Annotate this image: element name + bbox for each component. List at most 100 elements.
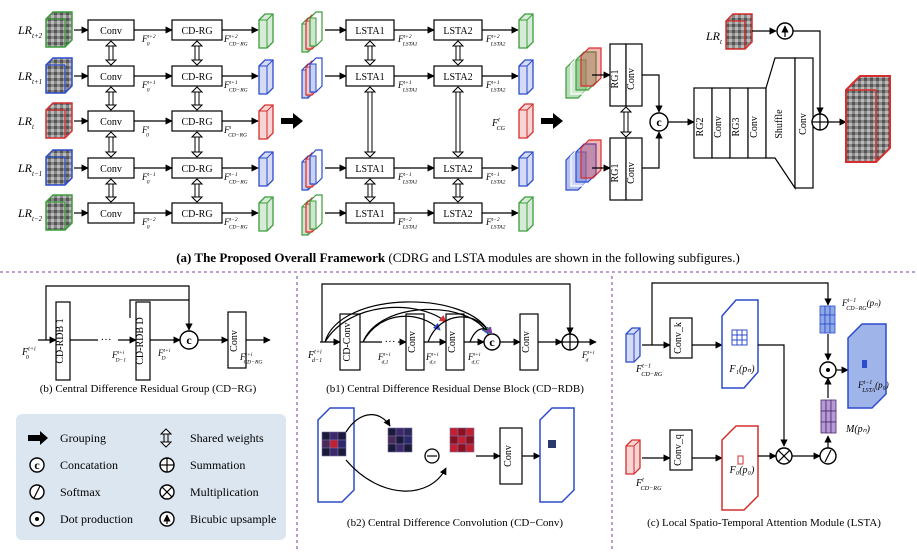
c-m-cell bbox=[825, 421, 832, 434]
c-f0-pixel bbox=[737, 455, 744, 465]
b2-out-grid-cell bbox=[449, 443, 459, 453]
b2-input-grid-cell bbox=[321, 439, 331, 449]
multiplication-icon bbox=[159, 484, 175, 500]
lsta1-label: LSTA1 bbox=[355, 164, 384, 175]
shared-lsta1-c-bot bbox=[363, 196, 377, 203]
c-f1-slab bbox=[721, 299, 759, 389]
cdrg-label: CD-RG bbox=[181, 72, 212, 83]
lr-label: LRt bbox=[17, 114, 35, 131]
f-cg-feat-edge3 bbox=[526, 103, 534, 111]
c-m-cell bbox=[825, 399, 832, 412]
b2-input-grid-cell bbox=[329, 447, 339, 457]
shared-lsta2-c-top bbox=[451, 178, 465, 185]
c-top-cell bbox=[829, 305, 836, 316]
c-m-cell bbox=[825, 410, 832, 423]
conv-rg2-label: Conv bbox=[713, 116, 724, 138]
arrow-icon bbox=[28, 431, 48, 445]
shared-conv-top bbox=[104, 40, 118, 47]
panel-cd-conv: Conv(b2) Central Difference Convolution … bbox=[317, 407, 575, 529]
feat-out bbox=[258, 104, 274, 140]
lsta-input-stack-face bbox=[309, 200, 317, 230]
c-key-input-edge3 bbox=[633, 327, 641, 335]
c-f0-label: F₀(p₀) bbox=[729, 465, 755, 476]
convq-label: Conv_q bbox=[673, 434, 684, 466]
rdbd-label: CD-RDB D bbox=[135, 317, 146, 365]
shared-conv-top bbox=[104, 131, 118, 138]
feat-out bbox=[258, 151, 274, 187]
c-top-cell bbox=[819, 323, 826, 334]
group-stack-blue bbox=[580, 139, 602, 179]
shared-cdrg-bot bbox=[190, 104, 204, 111]
legend-label: Grouping bbox=[60, 431, 106, 445]
pb1-dense-blue2 bbox=[362, 315, 441, 343]
legend-label: Summation bbox=[190, 458, 245, 472]
shared-lsta2-a-top bbox=[451, 40, 465, 47]
pb1-caption: (b1) Central Difference Residual Dense B… bbox=[326, 383, 584, 395]
shared-cdrg-bot bbox=[190, 196, 204, 203]
b2-mid-grid-cell bbox=[395, 443, 405, 453]
pb1-concat-glyph: c bbox=[489, 335, 495, 349]
b2-out-grid-cell bbox=[465, 427, 475, 437]
b2-mid-grid-cell bbox=[395, 435, 405, 445]
b2-out-grid-cell bbox=[457, 443, 467, 453]
lr-label: LRt−2 bbox=[17, 206, 43, 223]
convq-box bbox=[669, 429, 693, 471]
cdrg-label: CD-RG bbox=[181, 26, 212, 37]
shared-lsta1-b-bot bbox=[363, 151, 377, 158]
cdrg-label: CD-RG bbox=[181, 164, 212, 175]
c-top-cell bbox=[824, 305, 831, 316]
c-m-label: M(pₙ) bbox=[845, 424, 871, 435]
b2-out-grid-cell bbox=[457, 427, 467, 437]
b2-mid-grid-cell bbox=[403, 443, 413, 453]
feat-out-edge3 bbox=[266, 59, 274, 67]
c-m-cell bbox=[830, 410, 837, 423]
convk-label: Conv_k bbox=[673, 322, 684, 354]
c-key-input bbox=[625, 327, 641, 363]
legend-label: Dot production bbox=[60, 512, 133, 526]
grouping-arrow-1 bbox=[281, 113, 303, 129]
legend-mul-d2 bbox=[161, 486, 173, 498]
c-out-pixel bbox=[862, 360, 867, 368]
pb1-conv3-label: Conv bbox=[521, 331, 532, 353]
lsta-out bbox=[518, 13, 534, 49]
pb1-conv2-label: Conv bbox=[447, 331, 458, 353]
pb1-dense-red2 bbox=[324, 306, 447, 343]
pb1-dots: ··· bbox=[385, 336, 396, 348]
lsta-out bbox=[518, 59, 534, 95]
lsta-input-stack-face bbox=[309, 155, 317, 185]
shared-lsta1-a-bot bbox=[363, 59, 377, 66]
shared-lsta1-a-top bbox=[363, 40, 377, 47]
lsta1-label: LSTA1 bbox=[355, 26, 384, 37]
conv-final-label: Conv bbox=[798, 113, 809, 135]
c-f1-to-mul bbox=[758, 344, 788, 447]
shared-cdrg-top bbox=[190, 178, 204, 185]
softmax-icon bbox=[29, 484, 45, 500]
c-top-cell bbox=[829, 323, 836, 334]
c-top-cell bbox=[819, 305, 826, 316]
feat-out bbox=[258, 13, 274, 49]
lsta-out-edge3 bbox=[526, 151, 534, 159]
lr-frame bbox=[45, 194, 73, 231]
pb-conv-label: Conv bbox=[229, 330, 240, 352]
b2-mid-grid-cell bbox=[403, 427, 413, 437]
pb-skip-mid bbox=[129, 299, 189, 318]
legend-label: Concatation bbox=[60, 458, 118, 472]
legend-softmax-slash bbox=[33, 485, 41, 499]
conv-label: Conv bbox=[100, 164, 122, 175]
legend-label: Multiplication bbox=[190, 485, 259, 499]
shared-cdrg-top bbox=[190, 131, 204, 138]
b2-mid-grid-cell bbox=[387, 443, 397, 453]
